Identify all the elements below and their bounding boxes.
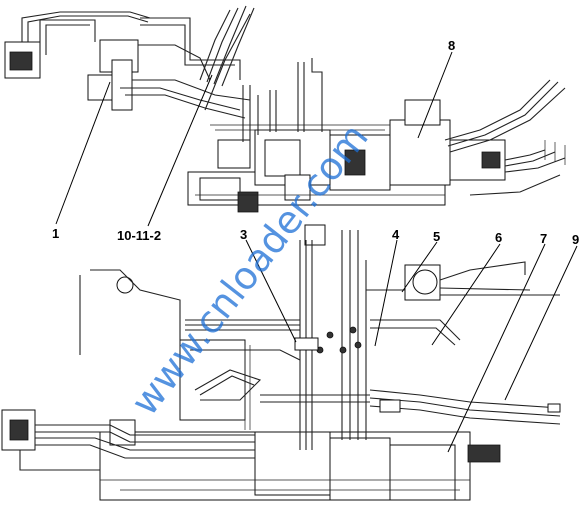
callout-4: 4 [392,227,400,242]
top-assembly [4,5,566,213]
callout-10-11-2: 10-11-2 [117,228,161,243]
leader-4 [374,239,398,347]
bottom-assembly [1,224,561,501]
callout-8: 8 [448,38,455,53]
leader-lines [55,51,578,453]
callout-6: 6 [495,230,502,245]
callout-5: 5 [433,229,440,244]
callout-labels: 1 10-11-2 8 3 4 5 6 7 9 [52,38,579,247]
leader-1 [55,81,111,225]
leader-8 [417,51,453,139]
leader-5 [401,241,438,293]
leader-7 [447,243,546,453]
callout-1: 1 [52,226,59,241]
callout-3: 3 [240,227,247,242]
callout-9: 9 [572,232,579,247]
leader-6 [431,243,501,346]
callout-7: 7 [540,231,547,246]
leader-3 [245,239,297,343]
leader-10-11-2 [147,74,213,227]
leader-9 [504,245,578,401]
